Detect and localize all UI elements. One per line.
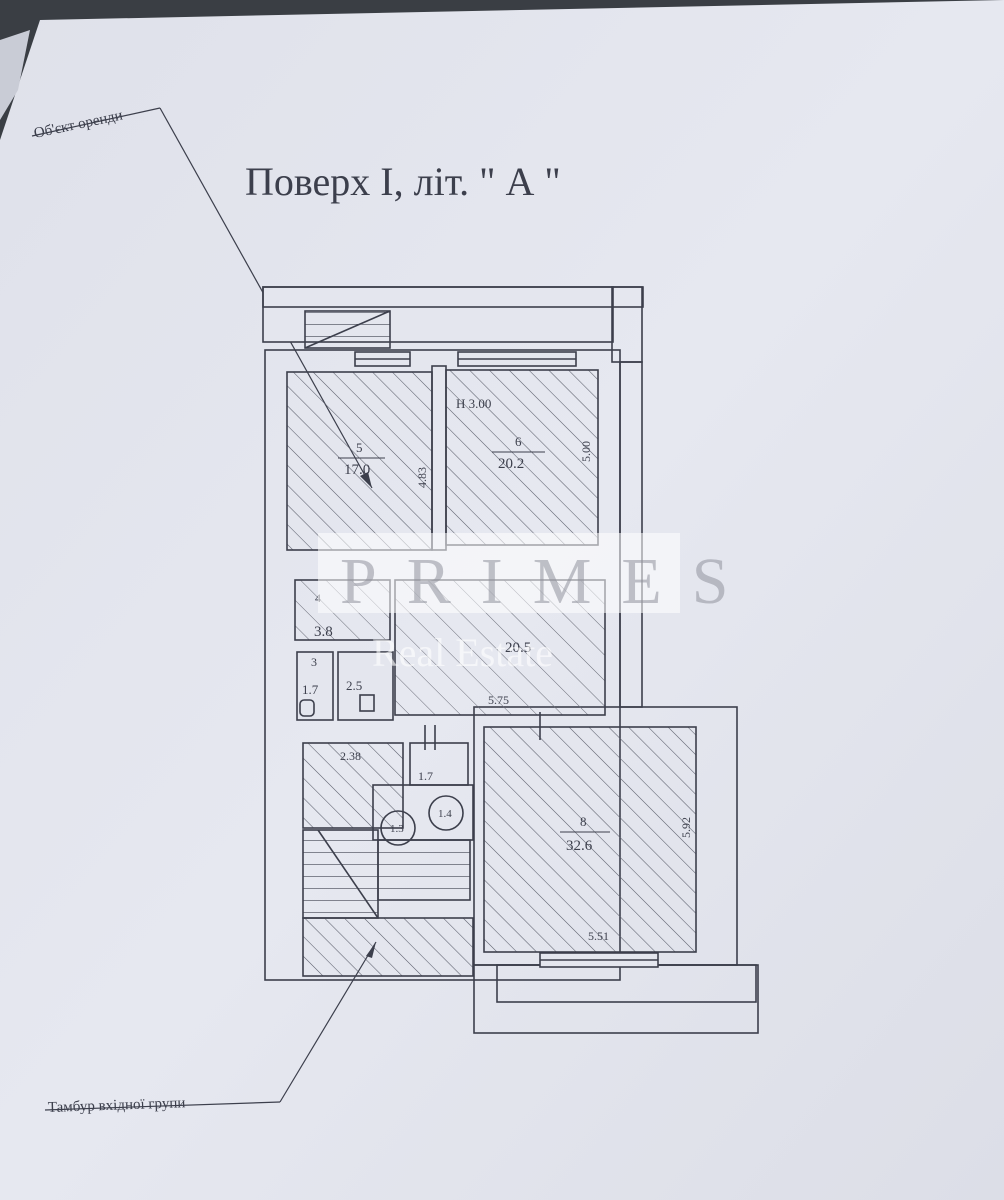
watermark-brand: PRIMES — [340, 545, 758, 618]
room-6 — [445, 369, 599, 546]
dim-circle-b: 1.4 — [438, 808, 452, 820]
dim-small-1: 1.7 — [418, 769, 433, 783]
room-6-number: 6 — [515, 434, 522, 449]
room-8-number: 8 — [580, 814, 587, 829]
dim-circle-a: 1.3 — [390, 823, 404, 835]
entrance-annotation: Тамбур вхідної групи — [44, 941, 377, 1116]
stair-flight — [302, 829, 379, 919]
room-5-area: 17.0 — [344, 462, 370, 478]
riser-a — [380, 810, 416, 846]
watermark-tagline: Real Estate — [372, 630, 553, 675]
room-3 — [296, 651, 334, 721]
room-5-number: 5 — [356, 440, 363, 455]
room-labels: 5 17.0 6 20.2 Н 3.00 4 3.8 20.5 3 1.7 2.… — [302, 396, 610, 854]
plan-title: Поверх І, літ. " А " — [245, 159, 561, 204]
riser-b — [428, 795, 464, 831]
room-wc-area: 2.5 — [346, 678, 362, 693]
dim-room8-width: 5.51 — [588, 929, 609, 943]
room-6-area: 20.2 — [498, 456, 524, 472]
dim-stair-width: 2.38 — [340, 749, 361, 763]
watermark-box — [318, 533, 680, 613]
paper-fold — [0, 30, 30, 120]
ceiling-height: Н 3.00 — [456, 396, 491, 411]
room-3-number: 3 — [311, 655, 317, 669]
room-5 — [286, 371, 433, 551]
entrance-annotation-label: Тамбур вхідної групи — [48, 1095, 186, 1116]
watermark: PRIMES Real Estate — [318, 533, 758, 675]
dim-room5-height: 4.83 — [415, 467, 429, 488]
entrance-vestibule — [302, 917, 474, 977]
room-3-area: 1.7 — [302, 682, 319, 697]
dim-room6-height: 5.00 — [579, 441, 593, 462]
room-8 — [483, 726, 697, 953]
room-8-area: 32.6 — [566, 838, 593, 854]
dim-corridor-width: 5.75 — [488, 693, 509, 707]
dimension-labels: 4.83 5.00 5.75 2.38 1.7 1.3 1.4 5.92 5.5… — [340, 441, 693, 943]
room-wc — [337, 651, 394, 721]
corridor-area: 20.5 — [505, 640, 531, 656]
dim-room8-height: 5.92 — [679, 817, 693, 838]
room-4-area: 3.8 — [314, 624, 333, 640]
